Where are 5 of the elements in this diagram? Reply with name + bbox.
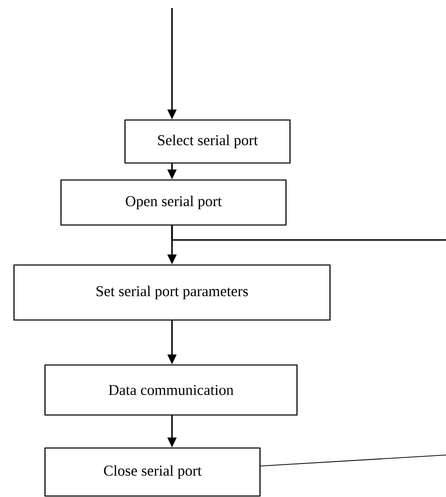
process-box: Data communication: [44, 364, 298, 416]
process-box: Close serial port: [44, 447, 261, 497]
process-box: Open serial port: [60, 179, 287, 226]
process-box: Select serial port: [124, 119, 291, 164]
process-box: Set serial port parameters: [13, 264, 331, 321]
